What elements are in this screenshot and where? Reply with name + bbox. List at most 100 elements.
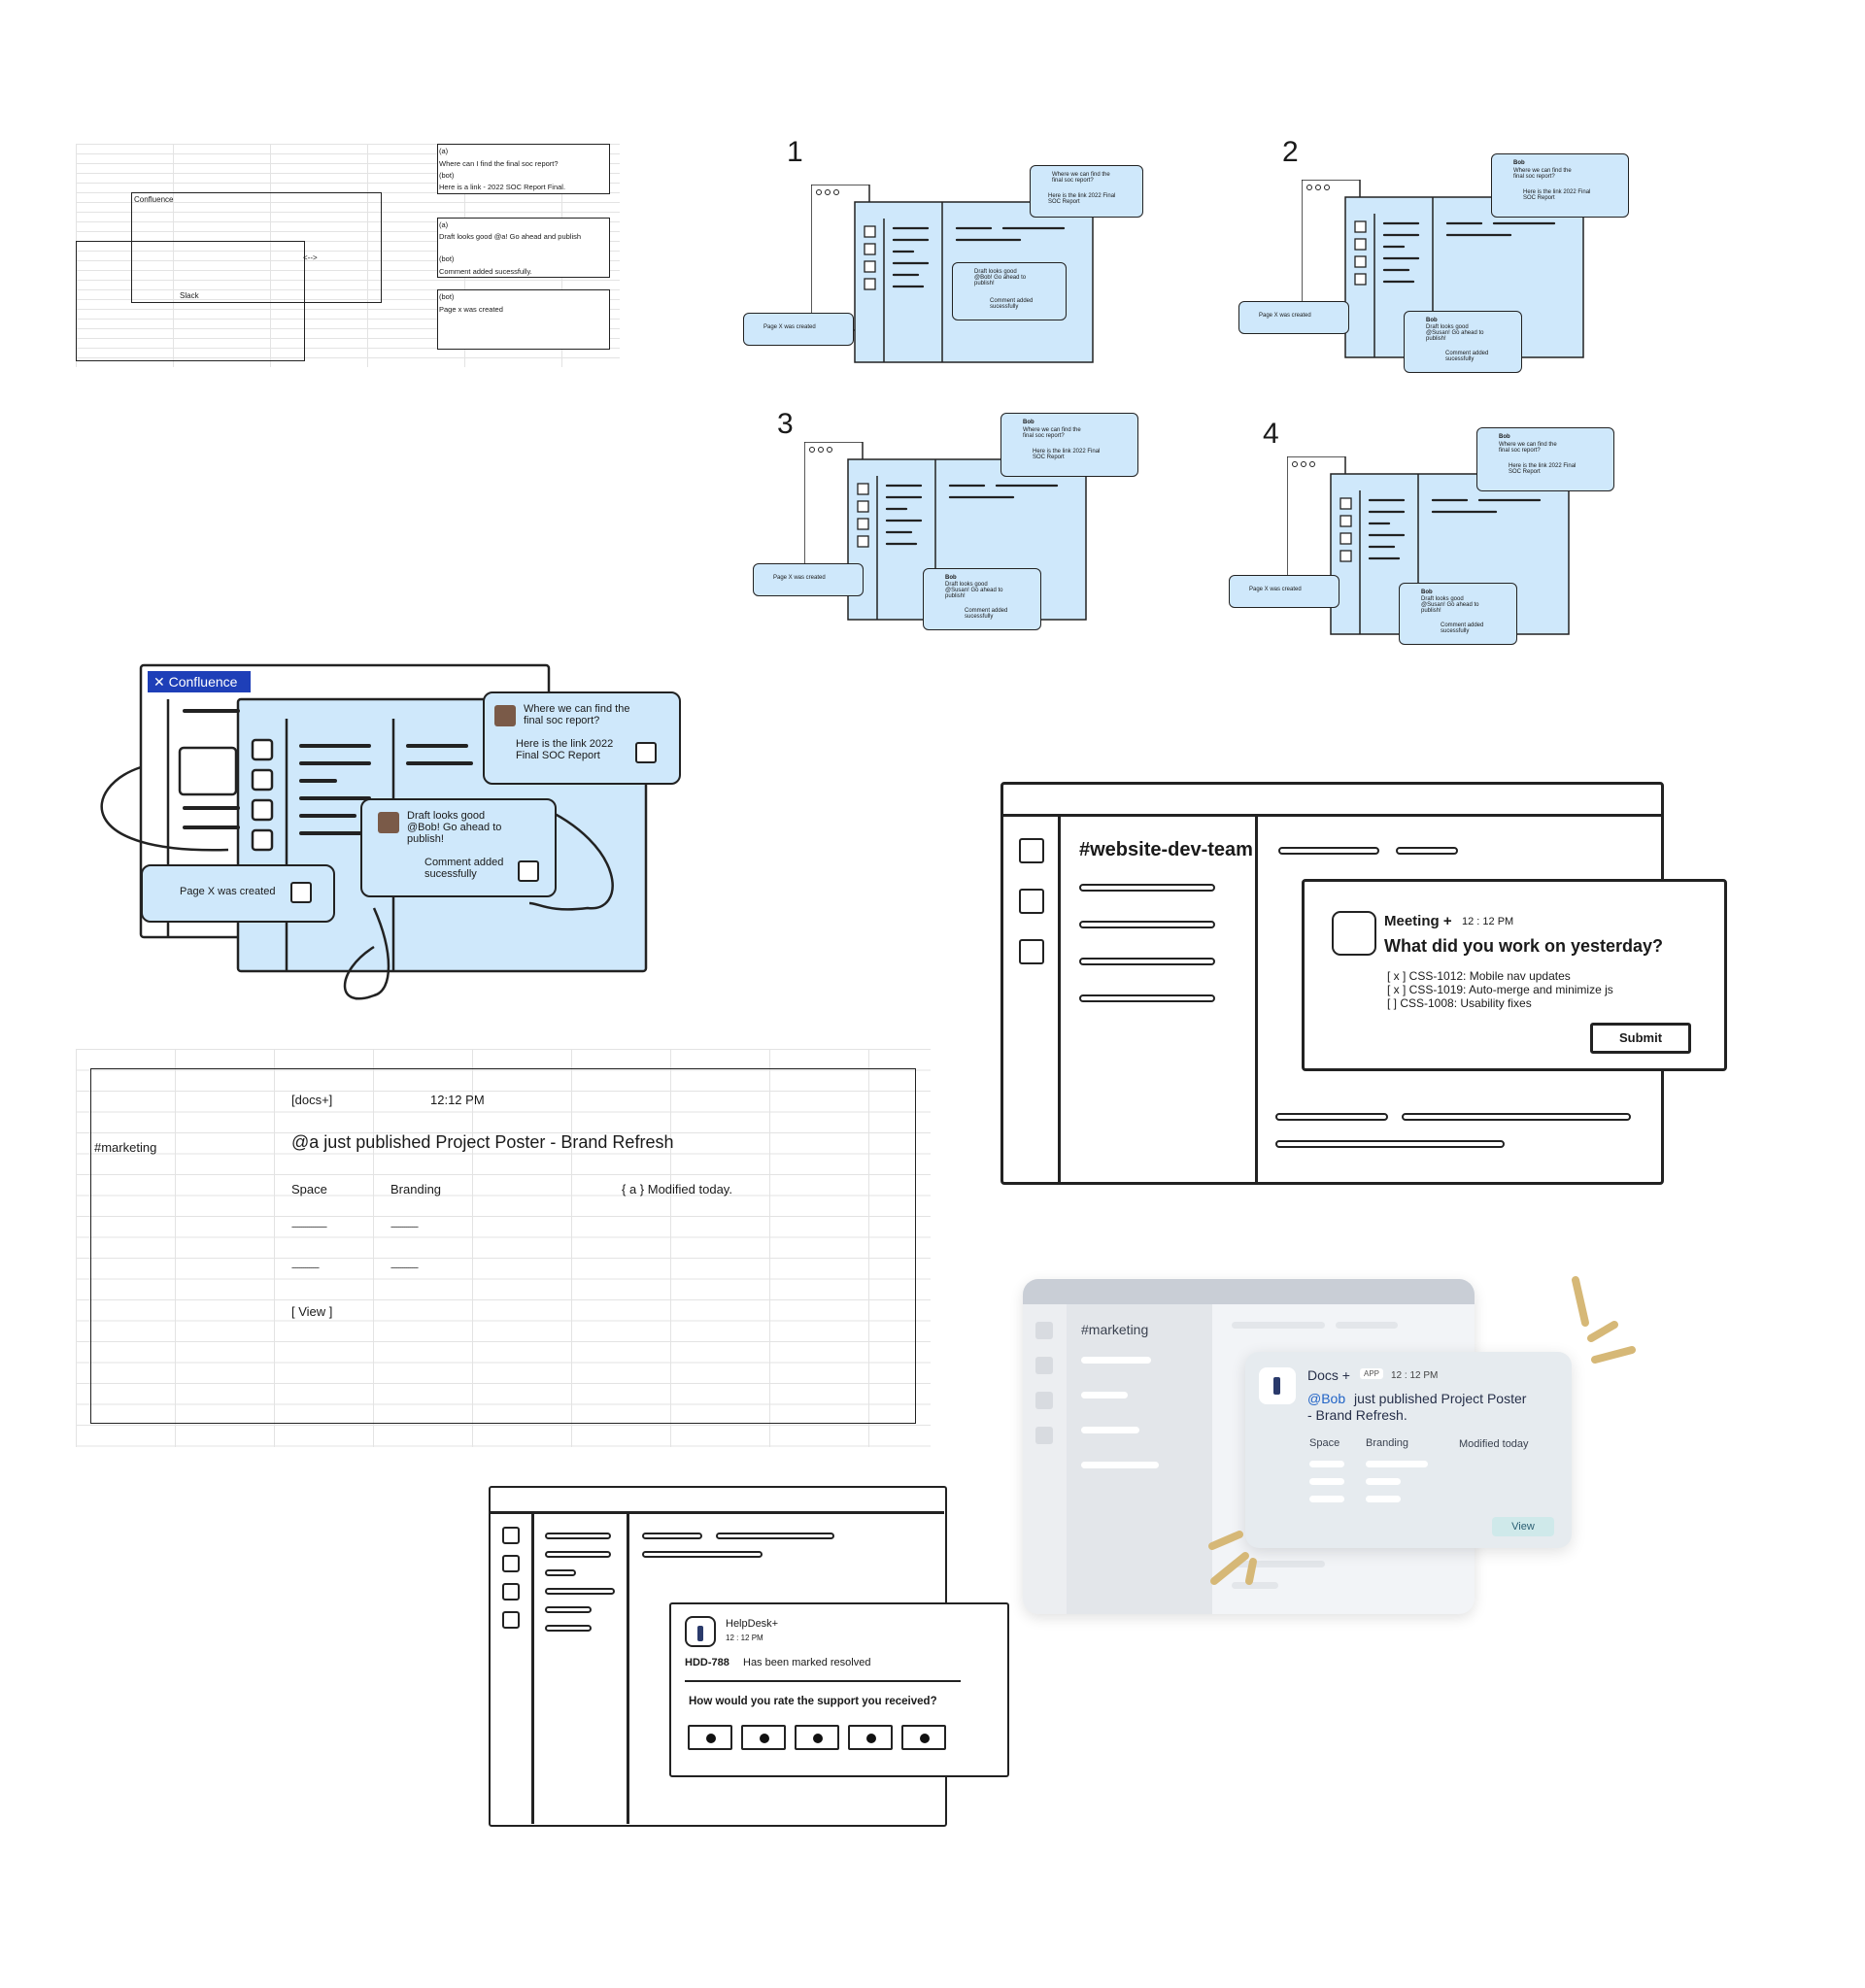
info-icon bbox=[1273, 1377, 1280, 1395]
msg-answer: Here is the link 2022 Final SOC Report bbox=[1509, 463, 1577, 475]
variant-4-page-note: Page X was created bbox=[1229, 575, 1339, 608]
docs-view-link[interactable]: [ View ] bbox=[291, 1304, 333, 1319]
variant-1-msg1: Where we can find the final soc report? … bbox=[1030, 165, 1143, 218]
rail-icon-2[interactable] bbox=[502, 1555, 520, 1572]
checkbox[interactable] bbox=[290, 882, 312, 903]
placeholder-line bbox=[1366, 1478, 1401, 1485]
msg-question: Where we can find the final soc report? bbox=[524, 703, 630, 726]
thread-1-bot: (bot) bbox=[439, 171, 455, 180]
msg-name: Bob bbox=[1421, 590, 1433, 595]
helpdesk-card: HelpDesk+ 12 : 12 PM HDD-788 Has been ma… bbox=[669, 1602, 1009, 1777]
rail-icon[interactable] bbox=[1035, 1357, 1053, 1374]
app-badge: APP bbox=[1360, 1368, 1384, 1379]
docs-channel: #marketing bbox=[94, 1140, 157, 1155]
view-button[interactable]: View bbox=[1492, 1517, 1554, 1536]
msg-answer: Here is the link 2022 Final SOC Report bbox=[516, 738, 614, 761]
thread-2-message: Draft looks good @a! Go ahead and publis… bbox=[439, 232, 582, 241]
dot-icon bbox=[706, 1734, 716, 1743]
confluence-box bbox=[131, 192, 382, 303]
msg-question: Where we can find the final soc report? bbox=[1499, 442, 1557, 454]
app-name: HelpDesk+ bbox=[726, 1618, 779, 1630]
variant-4: 4 Bob Where we can find the final soc re… bbox=[1224, 418, 1651, 651]
sidebar-line bbox=[545, 1588, 615, 1595]
rail-icon[interactable] bbox=[1035, 1392, 1053, 1409]
message-time: 12 : 12 PM bbox=[1462, 916, 1514, 927]
thread-3-message: Page x was created bbox=[439, 305, 503, 314]
rail-icon-4[interactable] bbox=[502, 1611, 520, 1629]
sync-arrow: <--> bbox=[303, 253, 318, 262]
ticket-status: Has been marked resolved bbox=[743, 1657, 871, 1668]
rail-icon-3[interactable] bbox=[502, 1583, 520, 1601]
divider bbox=[685, 1680, 961, 1682]
submit-button[interactable]: Submit bbox=[1590, 1023, 1691, 1054]
task-3[interactable]: [ ] CSS-1008: Usability fixes bbox=[1387, 996, 1532, 1010]
variant-1-page-note: Page X was created bbox=[743, 313, 854, 346]
sidebar-line bbox=[1081, 1392, 1128, 1398]
thread-2-reply: Comment added sucessfully. bbox=[439, 267, 532, 276]
titlebar-divider bbox=[491, 1511, 944, 1514]
mention[interactable]: @Bob bbox=[1307, 1391, 1346, 1406]
rail-icon[interactable] bbox=[1035, 1322, 1053, 1339]
variant-4-msg1: Bob Where we can find the final soc repo… bbox=[1476, 427, 1614, 491]
dot-icon bbox=[866, 1734, 876, 1743]
content-line bbox=[1336, 1322, 1398, 1329]
msg-name: Bob bbox=[1499, 434, 1510, 440]
confluence-logo: ✕ Confluence bbox=[148, 671, 251, 692]
rail-icon-1[interactable] bbox=[1019, 838, 1044, 863]
variant-4-msg2: Bob Draft looks good @Susan! Go ahead to… bbox=[1399, 583, 1517, 645]
msg-draft: Draft looks good @Susan! Go ahead to pub… bbox=[1421, 596, 1479, 614]
rating-option-4[interactable] bbox=[848, 1725, 893, 1750]
checkbox[interactable] bbox=[518, 860, 539, 882]
standup-card: Meeting + 12 : 12 PM What did you work o… bbox=[1302, 879, 1727, 1071]
rail-icon[interactable] bbox=[1035, 1427, 1053, 1444]
msg-name: Bob bbox=[1426, 318, 1438, 323]
task-2[interactable]: [ x ] CSS-1019: Auto-merge and minimize … bbox=[1387, 983, 1613, 996]
thread-2-bot: (bot) bbox=[439, 254, 455, 263]
sidebar-line bbox=[1079, 884, 1215, 892]
docs-placeholder-4: -------------- bbox=[390, 1263, 419, 1272]
msg-answer: Here is the link 2022 Final SOC Report bbox=[1048, 193, 1116, 205]
rail-icon-3[interactable] bbox=[1019, 939, 1044, 964]
content-line bbox=[1402, 1113, 1631, 1121]
docs-modified: { a } Modified today. bbox=[622, 1182, 732, 1196]
rating-option-3[interactable] bbox=[795, 1725, 839, 1750]
mockup-channel[interactable]: #marketing bbox=[1081, 1322, 1149, 1337]
rail-divider bbox=[531, 1511, 534, 1824]
confluence-icon: ✕ bbox=[153, 674, 169, 690]
msg-name: Bob bbox=[1513, 160, 1525, 166]
rating-option-5[interactable] bbox=[901, 1725, 946, 1750]
docs-space-value: Branding bbox=[390, 1182, 442, 1196]
confluence-box-label: Confluence bbox=[134, 195, 174, 204]
thread-2-user: (a) bbox=[439, 220, 449, 229]
msg-question: Where we can find the final soc report? bbox=[1023, 427, 1081, 439]
msg-sub: Comment added sucessfully bbox=[1445, 351, 1489, 362]
avatar bbox=[494, 705, 516, 726]
sidebar-line bbox=[545, 1533, 611, 1539]
message-time: 12 : 12 PM bbox=[1391, 1370, 1439, 1381]
task-1[interactable]: [ x ] CSS-1012: Mobile nav updates bbox=[1387, 969, 1571, 983]
page-note-text: Page X was created bbox=[763, 324, 816, 330]
helpdesk-wireframe: HelpDesk+ 12 : 12 PM HDD-788 Has been ma… bbox=[489, 1486, 1013, 1831]
sidebar-line bbox=[1079, 994, 1215, 1002]
checkbox[interactable] bbox=[635, 742, 657, 763]
channel-name[interactable]: #website-dev-team bbox=[1079, 839, 1253, 860]
content-line bbox=[1278, 847, 1379, 855]
variant-2-msg2: Bob Draft looks good @Susan! Go ahead to… bbox=[1404, 311, 1522, 373]
modified-label: Modified today bbox=[1459, 1438, 1529, 1450]
large-diagram: ✕ Confluence Where we can find the final… bbox=[83, 660, 704, 1010]
thread-1-question: Where can I find the final soc report? bbox=[439, 159, 559, 168]
msg-draft: Draft looks good @Susan! Go ahead to pub… bbox=[1426, 324, 1484, 342]
rail-icon-2[interactable] bbox=[1019, 889, 1044, 914]
rating-option-2[interactable] bbox=[741, 1725, 786, 1750]
rail-icon-1[interactable] bbox=[502, 1527, 520, 1544]
sidebar-line bbox=[545, 1569, 576, 1576]
app-avatar bbox=[685, 1616, 716, 1647]
app-avatar bbox=[1332, 911, 1376, 956]
sidebar-line bbox=[1081, 1462, 1159, 1468]
sparkle-lines bbox=[1208, 1276, 1636, 1585]
rating-option-1[interactable] bbox=[688, 1725, 732, 1750]
msg-draft: Draft looks good @Bob! Go ahead to publi… bbox=[974, 269, 1027, 286]
msg-name: Bob bbox=[1023, 420, 1034, 425]
variant-2-page-note: Page X was created bbox=[1238, 301, 1349, 334]
thread-1-user: (a) bbox=[439, 147, 449, 155]
